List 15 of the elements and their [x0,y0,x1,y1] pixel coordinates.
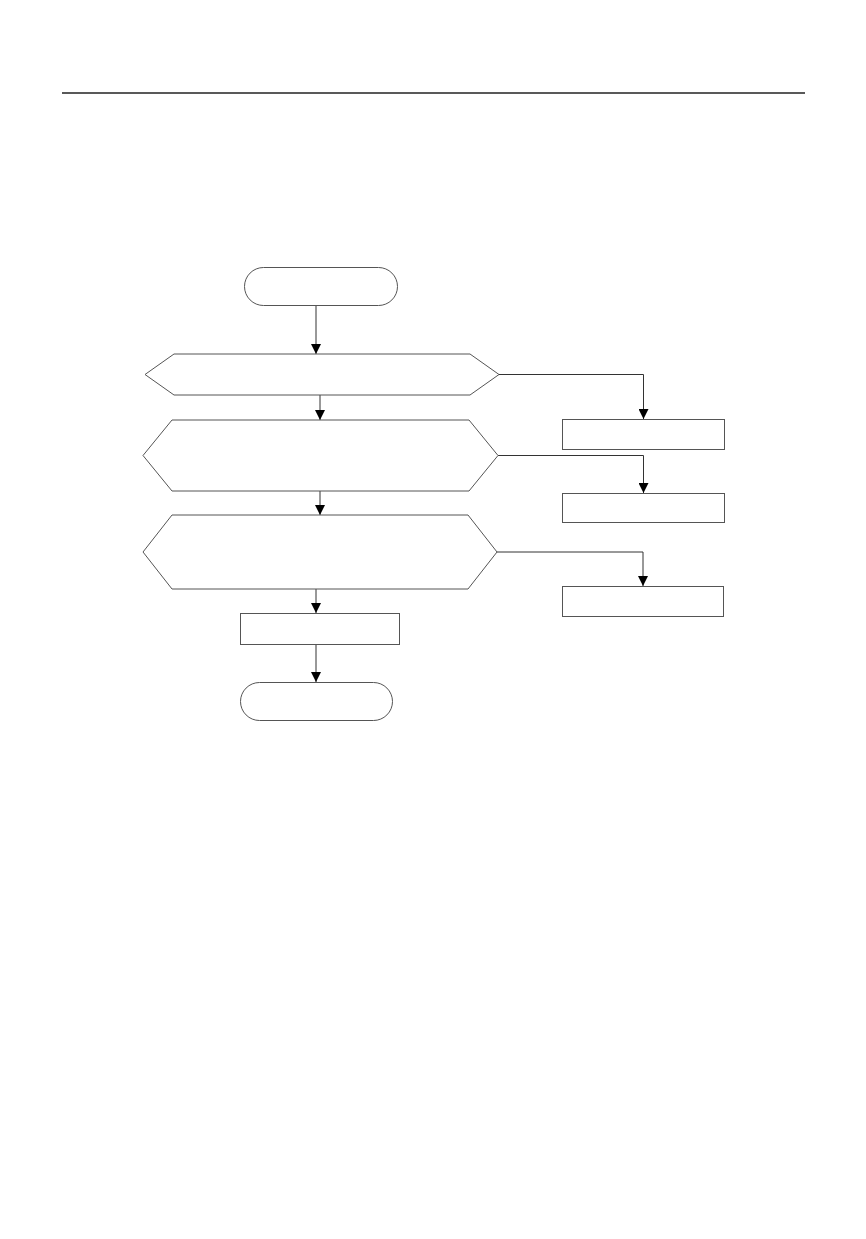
process-box [240,613,400,645]
arrow [498,374,649,420]
process-box [562,419,725,450]
arrow [315,394,325,421]
arrow [496,551,648,587]
arrow [315,490,325,516]
decision-hexagon [145,354,499,395]
process-box [562,493,725,523]
arrow [311,588,321,614]
arrow [497,455,649,494]
process-box [562,586,724,617]
decision-hexagon [143,515,497,589]
arrow [311,644,321,683]
decision-hexagon [143,420,498,491]
arrow [311,305,321,355]
